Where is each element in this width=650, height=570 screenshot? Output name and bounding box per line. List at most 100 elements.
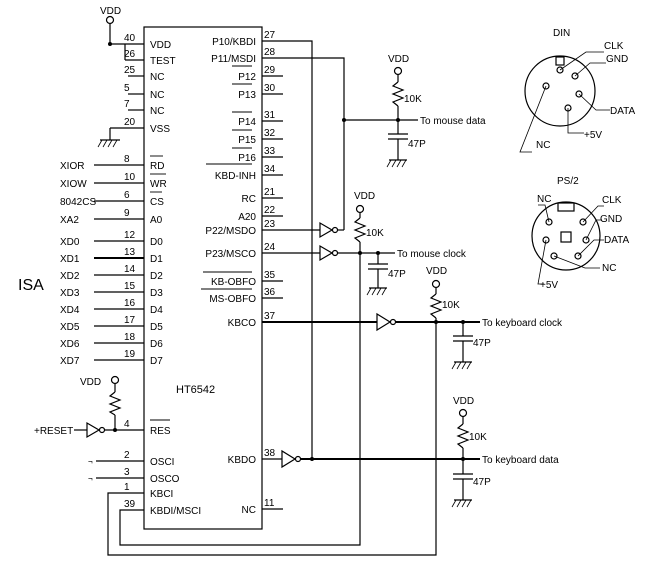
kbdo-buffer: To keyboard data VDD 10K 47P (262, 396, 559, 508)
ps2-body (531, 201, 601, 271)
pin-number: 33 (264, 146, 276, 157)
pin-number: 20 (124, 117, 136, 128)
pin-number: 4 (124, 419, 130, 430)
pin-number: 2 (124, 450, 130, 461)
pin-name: KBCO (228, 318, 257, 329)
vdd-label: VDD (388, 54, 409, 65)
pin-number: 18 (124, 332, 136, 343)
svg-text:10K: 10K (469, 432, 487, 443)
svg-text:10K: 10K (404, 94, 422, 105)
pin-number: 3 (124, 467, 130, 478)
vdd-label: VDD (100, 6, 121, 17)
pin-number: 15 (124, 281, 136, 292)
pin-number: 26 (124, 49, 136, 60)
mouse-clock-label: To mouse clock (397, 249, 467, 260)
pin-name: NC (150, 90, 164, 101)
pin-number: 7 (124, 99, 130, 110)
pin-name: VDD (150, 40, 171, 51)
svg-text:GND: GND (606, 54, 628, 65)
chip-name: HT6542 (176, 384, 215, 396)
right-pins: 27P10/KBDI28P11/MSDI29P1230P1331P1432P15… (205, 30, 283, 516)
bus-signal-label: XD6 (60, 339, 80, 350)
pin-number: 31 (264, 110, 276, 121)
bus-signal-label: XD7 (60, 356, 80, 367)
pin-number: 27 (264, 30, 276, 41)
pin-number: 23 (264, 219, 276, 230)
pin-number: 34 (264, 164, 276, 175)
pin-name: KBCI (150, 489, 173, 500)
pin-name: D3 (150, 288, 163, 299)
pin-number: 11 (264, 498, 275, 509)
left-pins: 40VDD26TEST25NC5NC7NC20VSS8RD10WR6CS9A01… (124, 33, 201, 517)
bus-signal-label: XD5 (60, 322, 80, 333)
pin-number: 24 (264, 242, 276, 253)
pin-name: OSCI (150, 457, 174, 468)
pin-name: KB-OBFO (211, 277, 256, 288)
pin-number: 22 (264, 205, 276, 216)
pin-number: 39 (124, 499, 136, 510)
pin-name: P10/KBDI (212, 37, 256, 48)
bus-signal-label: XA2 (60, 215, 79, 226)
pin-name: MS-OBFO (209, 294, 256, 305)
pin-name: P13 (238, 90, 256, 101)
svg-text:NC: NC (602, 263, 616, 274)
vdd-label: VDD (80, 377, 101, 388)
pin-name: RD (150, 161, 164, 172)
vss-ground (97, 127, 144, 148)
svg-text:10K: 10K (442, 300, 460, 311)
bus-signal-label: XD2 (60, 271, 80, 282)
pin-name: P16 (238, 153, 256, 164)
pin-name: KBDO (228, 455, 257, 466)
svg-text:+5V: +5V (540, 280, 558, 291)
pin-number: 13 (124, 247, 136, 258)
pin-name: P14 (238, 117, 256, 128)
pin-name: RC (242, 194, 256, 205)
vdd-label: VDD (453, 396, 474, 407)
pin-name: P15 (238, 135, 256, 146)
pin-name: A0 (150, 215, 163, 226)
kbdi-loop (119, 253, 361, 546)
svg-text:NC: NC (537, 194, 551, 205)
svg-text:¬: ¬ (88, 474, 93, 483)
pin-name: P12 (238, 72, 256, 83)
pin-name: D7 (150, 356, 163, 367)
svg-text:DATA: DATA (604, 235, 630, 246)
bus-signal-label: XIOW (60, 179, 87, 190)
bus-signal-label: XD1 (60, 254, 80, 265)
pin-name: D4 (150, 305, 163, 316)
msdo-buffer (262, 120, 345, 239)
din-body (524, 55, 596, 127)
keyboard-data-label: To keyboard data (482, 455, 559, 466)
vdd-top-left: VDD (100, 6, 144, 61)
vdd-label: VDD (354, 191, 375, 202)
svg-text:47P: 47P (388, 269, 406, 280)
svg-text:DATA: DATA (610, 106, 636, 117)
din-connector: DIN CLK GND DATA +5V NC (519, 28, 636, 153)
reset-label: +RESET (34, 426, 73, 437)
pin-name: P23/MSCO (205, 249, 256, 260)
pin-number: 8 (124, 154, 130, 165)
msco-buffer: To mouse clock VDD 10K 47P (262, 191, 467, 296)
svg-text:10K: 10K (366, 228, 384, 239)
pin-number: 1 (124, 482, 130, 493)
isa-label: ISA (18, 277, 44, 294)
bus-signals: XIORXIOW8042CSXA2XD0XD1XD2XD3XD4XD5XD6XD… (60, 161, 144, 367)
pin-number: 28 (264, 47, 276, 58)
kbco-buffer: To keyboard clock VDD 10K 47P (262, 266, 563, 370)
pin-name: D6 (150, 339, 163, 350)
pin-number: 16 (124, 298, 136, 309)
pin-number: 5 (124, 83, 130, 94)
pin-name: P11/MSDI (211, 54, 256, 65)
vdd-terminal (105, 15, 115, 25)
mouse-data-label: To mouse data (420, 116, 486, 127)
pin-number: 14 (124, 264, 136, 275)
pin-name: OSCO (150, 474, 180, 485)
mouse-data-net: VDD 10K To mouse data 47P (342, 54, 486, 168)
svg-text:NC: NC (536, 140, 550, 151)
pin-number: 38 (264, 448, 276, 459)
bus-signal-label: 8042CS (60, 197, 96, 208)
pin-number: 17 (124, 315, 136, 326)
pin-number: 6 (124, 190, 130, 201)
svg-text:CLK: CLK (602, 195, 622, 206)
